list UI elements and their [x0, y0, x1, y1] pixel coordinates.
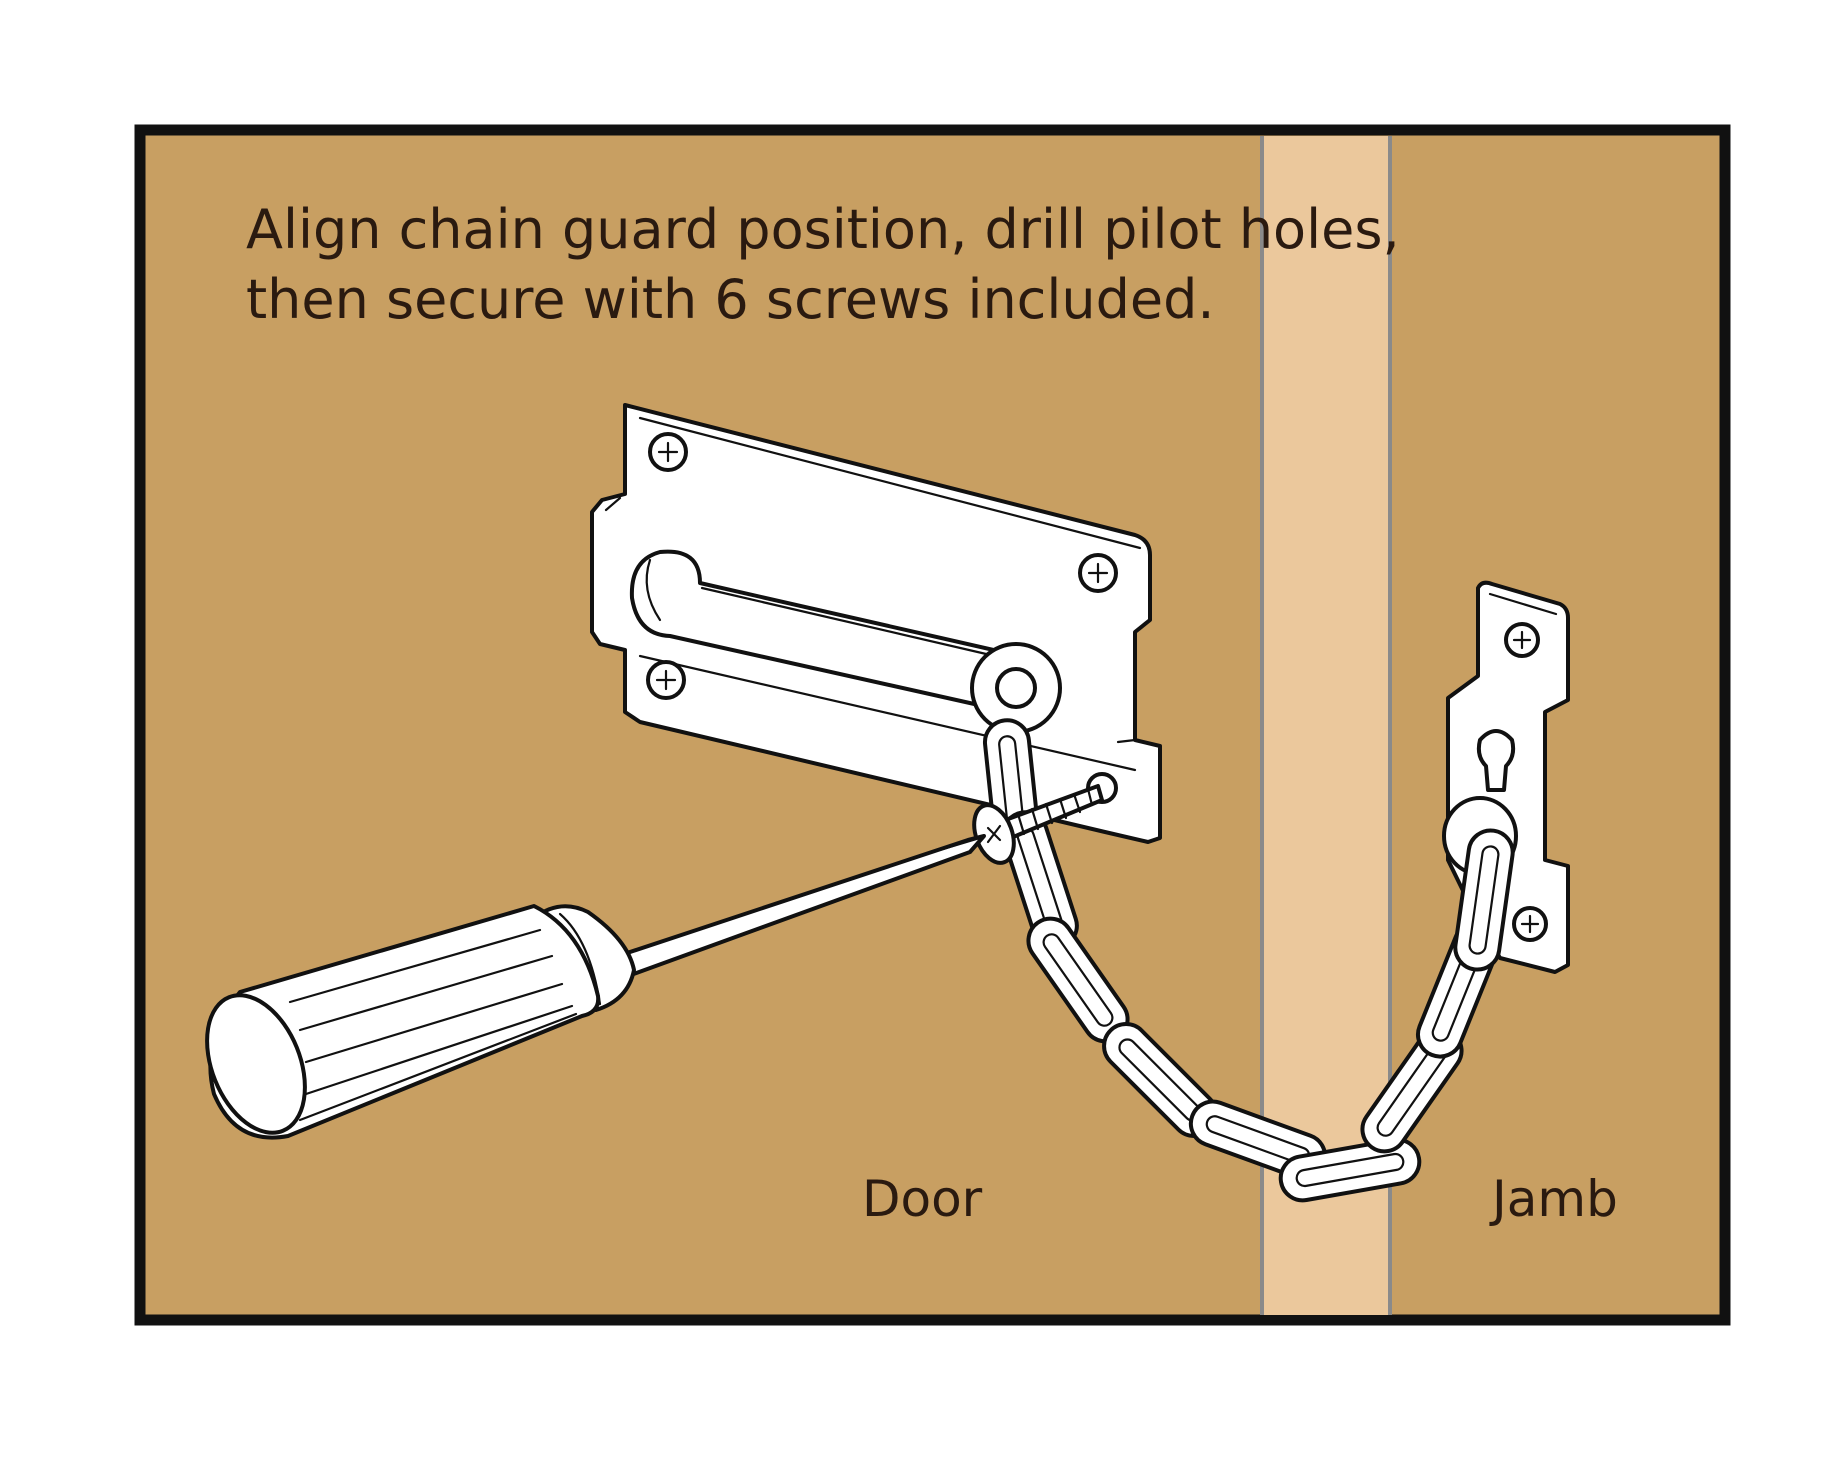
chain [982, 718, 1515, 1203]
screwdriver-icon [205, 834, 986, 1140]
instruction-line-1: Align chain guard position, drill pilot … [246, 198, 1400, 261]
phillips-screw-icon [646, 660, 686, 700]
jamb-label: Jamb [1489, 1170, 1618, 1228]
phillips-screw-icon [1504, 622, 1540, 658]
door-label: Door [862, 1170, 983, 1228]
instruction-line-2: then secure with 6 screws included. [246, 268, 1215, 331]
chain-link [1453, 828, 1515, 972]
chain-link [1278, 1137, 1422, 1203]
chain-slider-knob [970, 642, 1062, 734]
phillips-screw-icon [1512, 906, 1548, 942]
phillips-screw-icon [972, 784, 1104, 865]
phillips-screw-icon [1078, 553, 1118, 593]
phillips-screw-icon [648, 432, 688, 472]
